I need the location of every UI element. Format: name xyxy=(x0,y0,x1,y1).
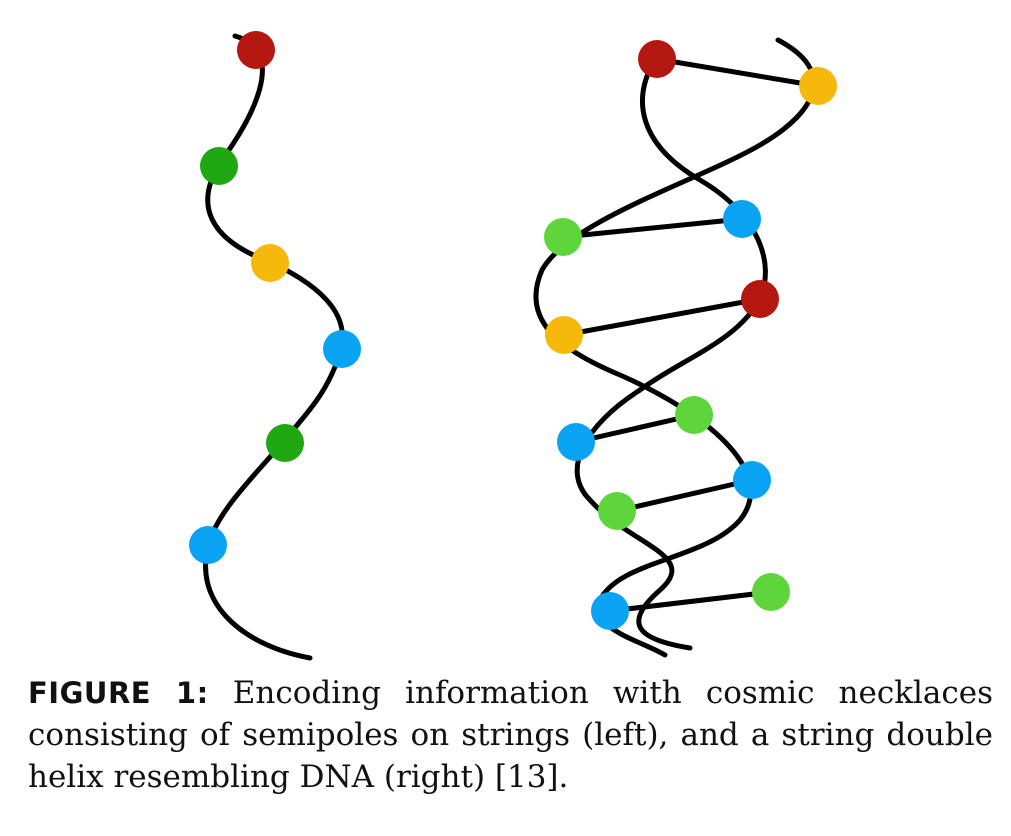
helix-bead xyxy=(799,67,837,105)
helix-bead xyxy=(675,396,713,434)
helix-rung xyxy=(609,589,772,614)
necklace-bead xyxy=(237,31,275,69)
necklace-bead xyxy=(323,330,361,368)
helix-bead xyxy=(638,40,676,78)
helix-rung xyxy=(563,296,761,338)
helix-bead xyxy=(591,592,629,630)
figure-label: FIGURE 1: xyxy=(28,676,209,710)
necklace-bead xyxy=(251,244,289,282)
figure-diagram xyxy=(189,31,837,661)
helix-bead xyxy=(733,461,771,499)
helix-bead xyxy=(545,316,583,354)
helix-rung xyxy=(656,56,819,89)
helix-bead xyxy=(557,423,595,461)
necklace-bead xyxy=(189,526,227,564)
double-helix xyxy=(533,37,837,658)
left-string xyxy=(203,33,345,661)
helix-bead xyxy=(752,573,790,611)
helix-bead xyxy=(544,218,582,256)
helix-bead xyxy=(598,492,636,530)
helix-rung xyxy=(562,216,743,240)
necklace-bead xyxy=(200,147,238,185)
helix-rung xyxy=(616,477,753,514)
helix-rung xyxy=(575,412,695,445)
helix-strand-a xyxy=(574,55,768,651)
left-necklace xyxy=(189,31,361,661)
caption-text: Encoding information with cosmic necklac… xyxy=(28,675,993,795)
figure-caption: FIGURE 1: Encoding information with cosm… xyxy=(28,672,993,798)
necklace-bead xyxy=(266,424,304,462)
helix-bead xyxy=(741,280,779,318)
helix-bead xyxy=(723,200,761,238)
helix-strand-b xyxy=(533,37,817,658)
